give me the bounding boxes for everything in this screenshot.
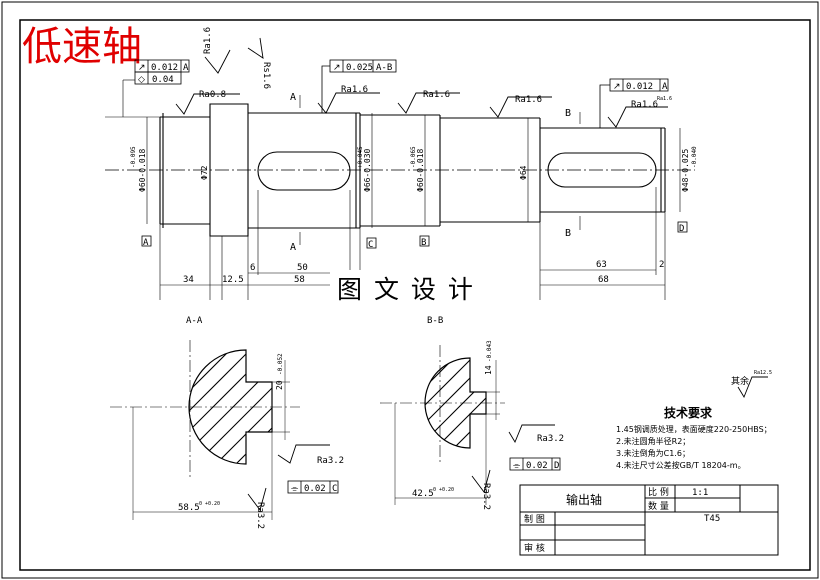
dia-d6b: -0.040 — [691, 146, 698, 168]
sec-b-width-tol: -0.043 — [486, 340, 493, 362]
tb-material: T45 — [704, 514, 720, 524]
tol-sym-d-sym: ⌯ — [513, 461, 521, 471]
tol-runout-a2-sym: ↗ — [613, 82, 621, 92]
dia-d3: Φ66-0.030 — [363, 148, 372, 192]
mark-a-bottom: A — [290, 242, 296, 253]
dia-d4b: -0.065 — [410, 146, 417, 168]
section-bb — [380, 345, 505, 505]
mark-b-top: B — [565, 108, 571, 119]
sec-b-depth-tol: 0 +0.20 — [433, 487, 454, 493]
tol-runout-a-dat: A — [183, 63, 189, 73]
finish-ra32-b: Ra3.2 — [537, 434, 564, 444]
dia-d5: Φ64 — [519, 165, 528, 180]
tb-drawn: 制 图 — [524, 513, 545, 525]
datum-d: D — [679, 224, 684, 234]
tol-sym-c-val: 0.02 — [304, 484, 326, 494]
finish-ra16-3: Ra1.6 — [515, 95, 542, 105]
sec-b-depth: 42.5 — [412, 489, 434, 499]
section-bb-label: B-B — [427, 316, 443, 326]
tol-sym-d-dat: D — [554, 461, 559, 471]
finish-ra16-v1: Ra1.6 — [203, 27, 213, 54]
tech-item-4: 4.未注尺寸公差按GB/T 18204-m。 — [616, 460, 746, 470]
tol-sym-d-val: 0.02 — [526, 461, 548, 471]
finish-ra08: Ra0.8 — [199, 90, 226, 100]
tol-sym-c-dat: C — [332, 484, 337, 494]
tol-runout-ab-dat: A-B — [376, 63, 392, 73]
finish-ra16-v2: Rs1.6 — [261, 62, 271, 89]
dia-d1: Φ60-0.018 — [138, 148, 147, 192]
tol-runout-ab-sym: ↗ — [333, 63, 341, 73]
watermark-title: 低速轴 — [22, 24, 142, 70]
len-68: 68 — [598, 275, 609, 285]
other-finish-value: Ra12.5 — [754, 370, 772, 376]
finish-ra32-b2: Ra3.2 — [481, 483, 491, 510]
finish-ra32-a: Ra3.2 — [317, 456, 344, 466]
section-aa — [110, 340, 300, 520]
mark-b-bottom: B — [565, 228, 571, 239]
tol-runout-a-val: 0.012 — [151, 63, 178, 73]
len-50: 50 — [297, 263, 308, 273]
tol-sym-c-sym: ⌯ — [291, 484, 299, 494]
datum-a: A — [143, 238, 149, 248]
tol-flat-sym: ◇ — [138, 75, 145, 85]
tolerance-frames — [134, 59, 688, 494]
tol-runout-a2-val: 0.012 — [626, 82, 653, 92]
other-finish-label: 其余 — [731, 375, 749, 387]
len-6: 6 — [250, 263, 255, 273]
title-block — [519, 484, 779, 556]
tb-qty-label: 数 量 — [648, 500, 669, 512]
tb-scale-label: 比 例 — [648, 486, 669, 498]
dia-d6: Φ48-0.025 — [681, 148, 690, 192]
shaft-main-view — [105, 103, 695, 237]
finish-ra16-2: Ra1.6 — [423, 90, 450, 100]
dia-d3b: +0.045 — [357, 146, 364, 168]
tol-flat-val: 0.04 — [152, 75, 174, 85]
finish-ra16-1: Ra1.6 — [341, 85, 368, 95]
dia-d2: Φ72 — [200, 165, 209, 180]
tech-item-2: 2.未注圆角半径R2； — [616, 436, 690, 446]
inner-frame — [19, 19, 811, 571]
tech-item-3: 3.未注倒角为C1.6； — [616, 448, 690, 458]
len-34: 34 — [183, 275, 194, 285]
banner-text: 图 文 设 计 — [337, 275, 475, 304]
sec-a-depth-tol: 0 +0.20 — [199, 501, 220, 507]
sec-a-width: 20 — [275, 380, 284, 390]
tol-runout-ab-val: 0.025 — [346, 63, 373, 73]
datum-b: B — [421, 238, 426, 248]
tol-runout-a2-dat: A — [662, 82, 668, 92]
labels: 图 文 设 计 Ra0.8 Ra1.6 Ra1.6 Ra1.6 Ra1.6 Ra… — [130, 27, 772, 554]
sec-a-depth: 58.5 — [178, 503, 200, 513]
len-2: 2 — [659, 260, 664, 270]
dia-d4: Φ60-0.018 — [416, 148, 425, 192]
tech-item-1: 1.45钢调质处理，表面硬度220-250HBS； — [616, 424, 772, 434]
sec-a-width-tol: -0.052 — [277, 353, 284, 375]
dimension-lines — [105, 79, 681, 300]
dia-d1b: -0.095 — [130, 146, 137, 168]
tb-part-name: 输出轴 — [566, 492, 602, 507]
mark-a-top: A — [290, 92, 296, 103]
tech-title: 技术要求 — [664, 405, 713, 420]
tb-checked: 审 核 — [524, 542, 545, 554]
finish-ra32-a2: Ra3.2 — [255, 502, 265, 529]
finish-ra16-4: Ra1.6 — [631, 100, 658, 110]
tol-runout-a-sym: ↗ — [138, 63, 146, 73]
datum-c: C — [368, 240, 373, 250]
sec-b-width: 14 — [484, 365, 493, 375]
finish-ra16-sup: Ra1.6 — [657, 96, 672, 102]
section-aa-label: A-A — [186, 316, 203, 326]
len-125: 12.5 — [222, 275, 244, 285]
tb-scale: 1:1 — [692, 488, 708, 498]
finish-symbols — [175, 37, 768, 512]
len-63: 63 — [596, 260, 607, 270]
len-58: 58 — [294, 275, 305, 285]
